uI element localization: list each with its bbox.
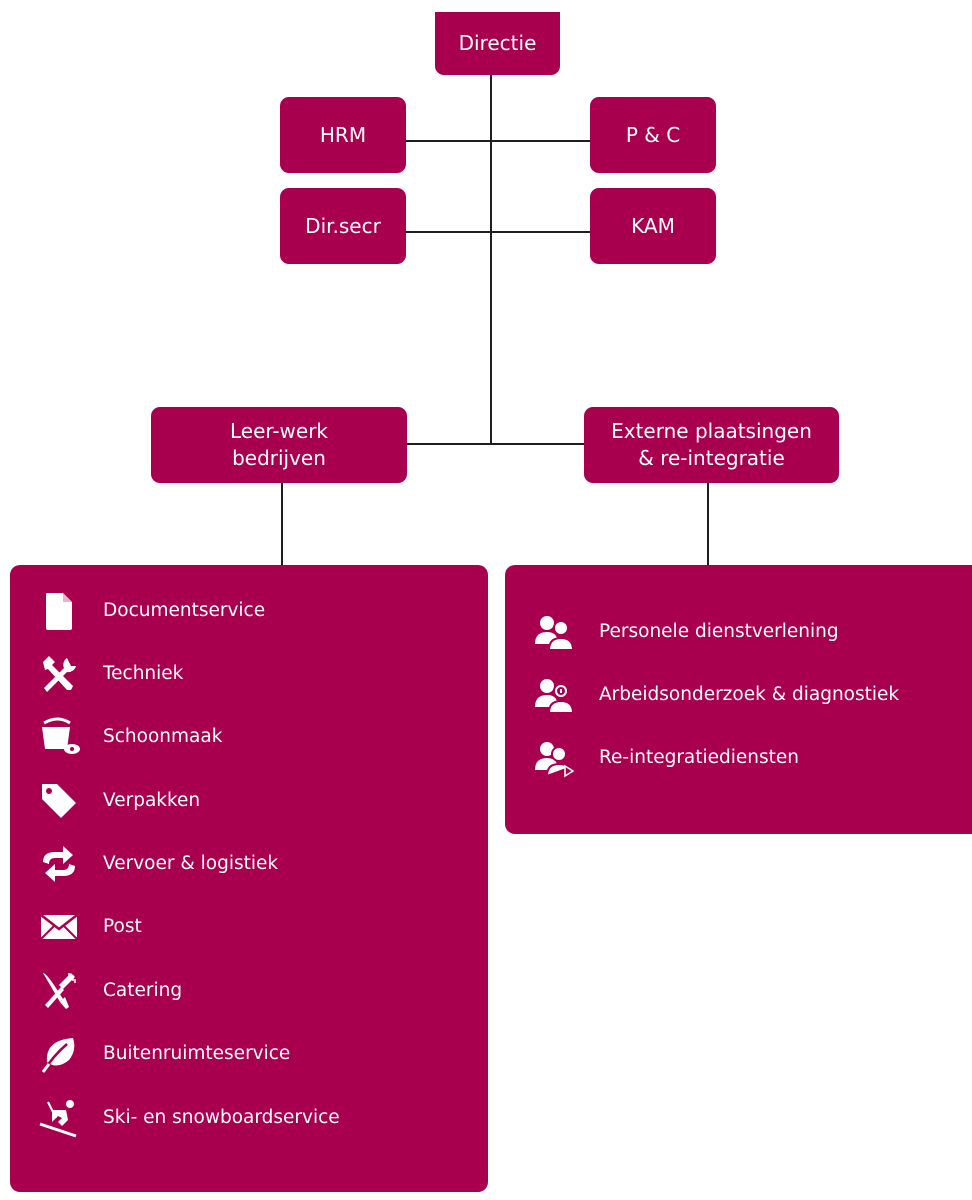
node-directie-label: Directie	[458, 31, 537, 55]
node-pc: P & C	[590, 97, 716, 173]
list-item-label: Techniek	[103, 663, 184, 684]
people-info-icon	[533, 674, 575, 716]
connector-extern-panel	[707, 481, 709, 566]
list-item-label: Documentservice	[103, 600, 266, 621]
people-arrow-icon	[533, 737, 575, 779]
connector-dirsecr-kam	[404, 231, 592, 233]
envelope-icon	[38, 906, 80, 948]
transfer-arrows-icon	[38, 843, 80, 885]
node-kam: KAM	[590, 188, 716, 264]
panel-leerwerk-services: Documentservice Techniek Schoonmaak Verp…	[10, 565, 488, 1192]
list-item-label: Buitenruimteservice	[103, 1043, 291, 1064]
node-pc-label: P & C	[625, 122, 681, 147]
connector-bottom-horizontal	[404, 443, 586, 445]
connector-main-vertical	[490, 74, 492, 445]
list-item-label: Arbeidsonderzoek & diagnostiek	[599, 684, 900, 705]
node-hrm: HRM	[280, 97, 406, 173]
cleaning-bucket-icon	[38, 716, 80, 758]
node-extern-line2: & re-integratie	[638, 446, 785, 470]
list-item-label: Verpakken	[103, 790, 201, 811]
tools-icon	[38, 653, 80, 695]
list-item-label: Schoonmaak	[103, 726, 223, 747]
connector-leerwerk-panel	[281, 481, 283, 566]
node-kam-label: KAM	[631, 213, 675, 238]
list-item-label: Re-integratiediensten	[599, 747, 800, 768]
node-dirsecr: Dir.secr	[280, 188, 406, 264]
node-leerwerk-line2: bedrijven	[232, 446, 326, 470]
node-leerwerk-line1: Leer-werk	[229, 419, 329, 443]
list-item-label: Ski- en snowboardservice	[103, 1107, 340, 1128]
cutlery-icon	[38, 970, 80, 1012]
connector-hrm-pc	[404, 140, 592, 142]
list-item-label: Personele dienstverlening	[599, 621, 839, 642]
node-directie: Directie	[435, 12, 560, 75]
list-item-label: Catering	[103, 980, 183, 1001]
panel-extern-services: Personele dienstverlening Arbeidsonderzo…	[505, 565, 972, 834]
node-extern-line1: Externe plaatsingen	[611, 419, 812, 443]
list-item-label: Vervoer & logistiek	[103, 853, 279, 874]
tag-icon	[38, 780, 80, 822]
skier-icon	[38, 1097, 80, 1139]
leaf-icon	[38, 1033, 80, 1075]
node-hrm-label: HRM	[319, 122, 367, 147]
node-leerwerk: Leer-werk bedrijven	[151, 407, 407, 483]
people-icon	[533, 611, 575, 653]
node-dirsecr-label: Dir.secr	[305, 213, 381, 238]
node-extern: Externe plaatsingen & re-integratie	[584, 407, 839, 483]
document-icon	[38, 590, 80, 632]
list-item-label: Post	[103, 916, 142, 937]
